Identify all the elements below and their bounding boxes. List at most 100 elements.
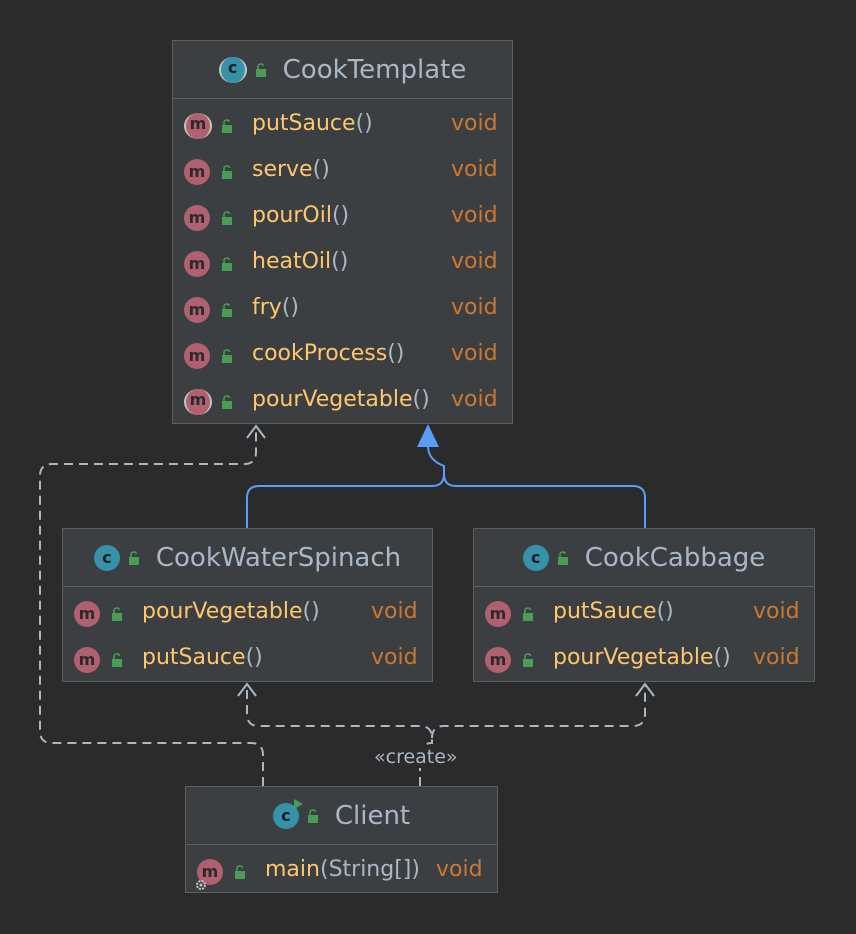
method-row[interactable]: m putSauce() void	[474, 591, 814, 637]
method-row[interactable]: m pourOil() void	[173, 195, 512, 241]
method-row[interactable]: m serve() void	[173, 149, 512, 195]
public-lock-icon	[222, 119, 232, 133]
method-name: pourVegetable()	[142, 599, 320, 624]
return-type: void	[451, 341, 498, 366]
return-type: void	[371, 599, 418, 624]
public-lock-icon	[222, 165, 232, 179]
dependency-arrowheads	[237, 424, 655, 697]
dep-arrow-cooktemplate	[246, 424, 266, 439]
create-label: «create»	[372, 746, 460, 768]
method-list: m putSauce() void m pourVegetable() void	[474, 587, 814, 683]
method-icon: m	[184, 251, 210, 277]
dependency-client-to-cabbage	[431, 686, 646, 739]
return-type: void	[451, 249, 498, 274]
return-type: void	[371, 645, 418, 670]
method-list: m main(String[]) void	[186, 845, 497, 895]
inheritance-arrowhead	[417, 424, 439, 447]
return-type: void	[436, 857, 483, 882]
method-icon: m	[74, 601, 100, 627]
method-row[interactable]: m fry() void	[173, 287, 512, 333]
method-name: main(String[])	[265, 857, 420, 882]
public-lock-icon	[307, 808, 318, 823]
method-name: cookProcess()	[252, 341, 405, 366]
method-name: putSauce()	[553, 599, 674, 624]
runnable-class-icon: c	[272, 798, 303, 829]
method-row[interactable]: m putSauce() void	[63, 637, 432, 683]
return-type: void	[451, 157, 498, 182]
method-icon: m	[184, 297, 210, 323]
public-lock-icon	[235, 865, 245, 879]
inheritance-line-cookwaterspinach	[246, 445, 445, 528]
public-lock-icon	[128, 550, 139, 565]
class-cookcabbage[interactable]: c CookCabbage m putSauce() void m pourVe…	[473, 528, 815, 682]
method-name: pourOil()	[252, 203, 350, 228]
method-row[interactable]: m putSauce() void	[173, 103, 512, 149]
public-lock-icon	[523, 653, 533, 667]
method-list: m putSauce() void m serve() void m pourO…	[173, 99, 512, 425]
method-icon: m	[184, 205, 210, 231]
dependency-client-to-spinach	[246, 686, 433, 786]
method-icon: m	[184, 343, 210, 369]
method-row[interactable]: m pourVegetable() void	[173, 379, 512, 425]
class-icon: c	[522, 544, 549, 571]
method-name: fry()	[252, 295, 299, 320]
method-name: putSauce()	[142, 645, 263, 670]
public-lock-icon	[255, 62, 266, 77]
class-cookwaterspinach[interactable]: c CookWaterSpinach m pourVegetable() voi…	[62, 528, 433, 682]
dep-arrow-cabbage	[635, 682, 655, 697]
method-icon: m	[74, 647, 100, 673]
class-cooktemplate[interactable]: c CookTemplate m putSauce() void m serve…	[172, 40, 513, 424]
class-header: c CookTemplate	[173, 41, 512, 99]
public-lock-icon	[557, 550, 568, 565]
method-name: serve()	[252, 157, 330, 182]
return-type: void	[451, 111, 498, 136]
class-header: c Client	[186, 787, 497, 845]
method-icon: m	[485, 601, 511, 627]
class-client[interactable]: c Client m main(String[]) void	[185, 786, 498, 893]
dep-arrow-spinach	[237, 682, 257, 697]
abstract-method-icon: m	[184, 113, 212, 139]
class-header: c CookWaterSpinach	[63, 529, 432, 587]
class-icon-letter: c	[281, 805, 291, 825]
method-name: pourVegetable()	[252, 387, 430, 412]
abstract-class-icon: c	[218, 56, 247, 83]
static-gear-icon	[196, 880, 206, 890]
run-triangle-icon	[293, 798, 303, 809]
public-lock-icon	[222, 349, 232, 363]
public-lock-icon	[523, 607, 533, 621]
inheritance-edges	[246, 445, 646, 528]
class-header: c CookCabbage	[474, 529, 814, 587]
dependency-edges	[39, 428, 646, 786]
public-lock-icon	[222, 211, 232, 225]
public-lock-icon	[112, 607, 122, 621]
public-lock-icon	[222, 395, 232, 409]
method-icon: m	[184, 159, 210, 185]
method-icon: m	[485, 647, 511, 673]
inheritance-line-cookcabbage	[443, 473, 646, 528]
method-row[interactable]: m pourVegetable() void	[63, 591, 432, 637]
public-lock-icon	[112, 653, 122, 667]
method-row[interactable]: m main(String[]) void	[186, 849, 497, 895]
method-icon: m	[197, 859, 223, 885]
public-lock-icon	[222, 257, 232, 271]
method-name: putSauce()	[252, 111, 373, 136]
return-type: void	[753, 645, 800, 670]
method-row[interactable]: m heatOil() void	[173, 241, 512, 287]
method-name: pourVegetable()	[553, 645, 731, 670]
method-name: heatOil()	[252, 249, 349, 274]
dependency-client-to-cooktemplate	[39, 428, 264, 786]
method-row[interactable]: m pourVegetable() void	[474, 637, 814, 683]
return-type: void	[451, 295, 498, 320]
method-list: m pourVegetable() void m putSauce() void	[63, 587, 432, 683]
class-name: CookTemplate	[282, 54, 467, 85]
return-type: void	[451, 203, 498, 228]
class-name: CookWaterSpinach	[155, 542, 402, 573]
return-type: void	[451, 387, 498, 412]
public-lock-icon	[222, 303, 232, 317]
class-name: Client	[334, 800, 411, 831]
return-type: void	[753, 599, 800, 624]
method-row[interactable]: m cookProcess() void	[173, 333, 512, 379]
class-name: CookCabbage	[584, 542, 766, 573]
class-icon: c	[93, 544, 120, 571]
